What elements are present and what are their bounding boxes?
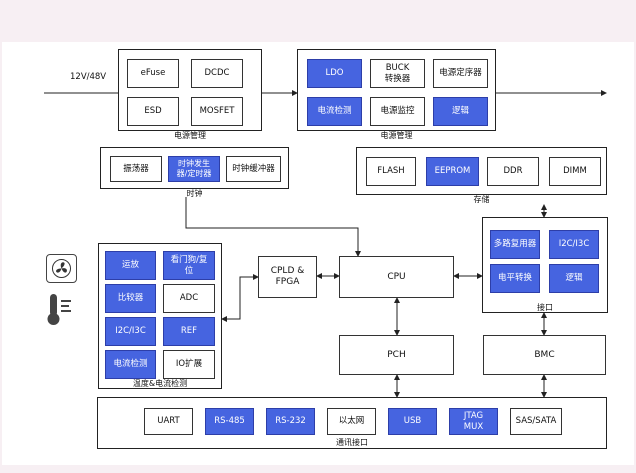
group-storage: FLASH EEPROM DDR DIMM [356,147,607,195]
block-esd[interactable]: ESD [127,97,179,126]
group-label-storage: 存储 [473,195,490,204]
block-io-expander[interactable]: IO扩展 [163,350,215,379]
group-power-management-2: LDO BUCK 转换器 电源定序器 电流检测 电源监控 逻辑 [297,49,496,131]
block-dimm[interactable]: DIMM [549,157,601,186]
block-adc[interactable]: ADC [163,284,215,313]
block-i2c-i3c-temp[interactable]: I2C/I3C [105,317,156,346]
block-rs485[interactable]: RS-485 [205,408,254,435]
block-flash[interactable]: FLASH [366,157,416,186]
block-ref[interactable]: REF [163,317,215,346]
block-power-sequencer[interactable]: 电源定序器 [433,59,488,88]
block-i2c-i3c-interface[interactable]: I2C/I3C [549,230,599,259]
group-label-interface: 接口 [537,303,553,312]
block-efuse[interactable]: eFuse [127,59,179,88]
block-usb[interactable]: USB [388,408,437,435]
group-communication-interface: UART RS-485 RS-232 以太网 USB JTAG MUX SAS/… [97,397,607,449]
block-buck-converter[interactable]: BUCK 转换器 [370,59,425,88]
group-interface: 多路复用器 I2C/I3C 电平转换 逻辑 [482,217,608,313]
block-mosfet[interactable]: MOSFET [191,97,243,126]
group-power-management-1: eFuse DCDC ESD MOSFET [118,49,262,131]
block-rs232[interactable]: RS-232 [266,408,315,435]
input-voltage-label: 12V/48V [70,72,107,82]
group-label-communication-interface: 通讯接口 [336,438,368,447]
block-dcdc[interactable]: DCDC [191,59,243,88]
block-cpld-fpga[interactable]: CPLD & FPGA [258,256,317,298]
group-label-temperature-current: 温度&电流检测 [132,379,188,388]
block-ldo[interactable]: LDO [307,59,362,88]
thermometer-icon [44,292,76,328]
block-jtag-mux[interactable]: JTAG MUX [449,408,498,435]
block-multiplexer[interactable]: 多路复用器 [490,230,540,259]
block-logic[interactable]: 逻辑 [433,97,488,126]
block-clock-generator[interactable]: 时钟发生 器/定时器 [168,156,220,182]
block-watchdog-reset[interactable]: 看门狗/复 位 [163,251,215,280]
group-temperature-current: 运放 看门狗/复 位 比较器 ADC I2C/I3C REF 电流检测 IO扩展 [98,243,222,389]
block-current-detect[interactable]: 电流检测 [307,97,362,126]
block-bmc[interactable]: BMC [483,335,606,375]
block-current-detect-temp[interactable]: 电流检测 [105,350,156,379]
temp-to-cpld [221,274,259,322]
block-pch[interactable]: PCH [339,335,454,375]
block-uart[interactable]: UART [144,408,193,435]
block-oscillator[interactable]: 振荡器 [110,156,162,182]
block-comparator[interactable]: 比较器 [105,284,156,313]
block-opamp[interactable]: 运放 [105,251,156,280]
block-level-shifter[interactable]: 电平转换 [490,264,540,293]
group-label-power-management-2: 电源管理 [380,131,413,140]
block-power-monitor[interactable]: 电源监控 [370,97,425,126]
block-logic-interface[interactable]: 逻辑 [549,264,599,293]
block-ethernet[interactable]: 以太网 [327,408,376,435]
block-sas-sata[interactable]: SAS/SATA [510,408,562,435]
group-label-clock: 时钟 [186,189,203,198]
block-cpu[interactable]: CPU [339,256,454,298]
block-ddr[interactable]: DDR [487,157,539,186]
block-clock-buffer[interactable]: 时钟缓冲器 [226,156,281,182]
fan-icon [46,254,77,283]
clock-to-cpu [185,197,361,257]
block-eeprom[interactable]: EEPROM [426,157,479,186]
group-label-power-management-1: 电源管理 [174,131,206,140]
group-clock: 振荡器 时钟发生 器/定时器 时钟缓冲器 [100,147,289,189]
